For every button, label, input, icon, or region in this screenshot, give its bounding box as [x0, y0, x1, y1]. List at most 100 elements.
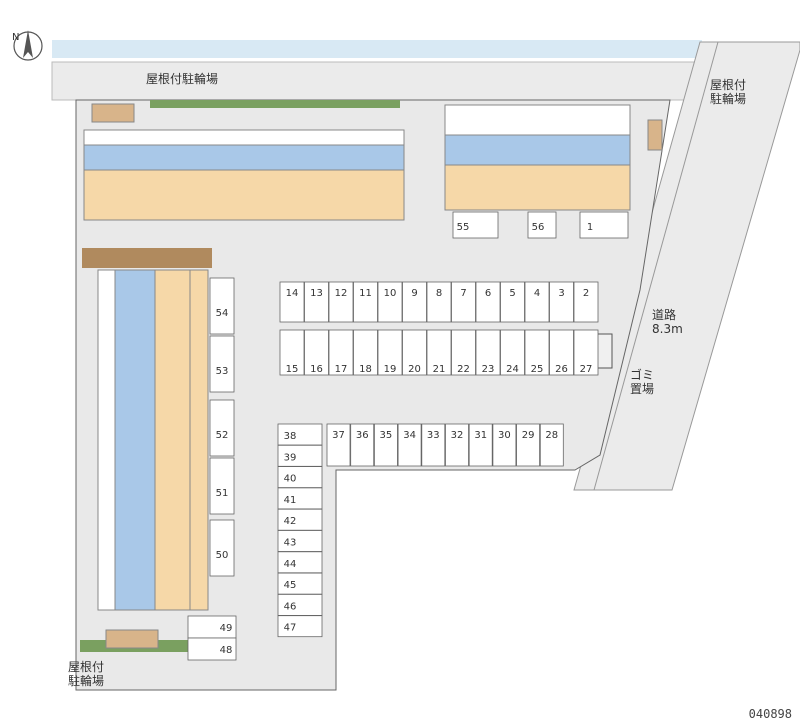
parking-space-label: 1 — [587, 222, 593, 233]
building-top-right — [444, 104, 631, 211]
building-left — [97, 269, 209, 611]
bike-parking-right — [647, 119, 663, 151]
parking-space-5 — [500, 281, 525, 323]
parking-space-17 — [328, 329, 354, 376]
parking-space-29 — [516, 423, 540, 467]
parking-space-13 — [304, 281, 329, 323]
parking-space-label: 46 — [284, 601, 297, 612]
parking-space-label: 51 — [216, 488, 229, 499]
parking-space-34 — [397, 423, 422, 467]
parking-space-14 — [279, 281, 305, 323]
parking-space-51 — [209, 457, 235, 515]
parking-space-label: 3 — [558, 288, 564, 299]
parking-space-label: 28 — [545, 430, 558, 441]
bike-parking-top — [91, 103, 135, 123]
parking-space-label: 53 — [216, 366, 229, 377]
parking-space-label: 24 — [506, 364, 519, 375]
parking-space-label: 11 — [359, 288, 372, 299]
parking-space-30 — [492, 423, 517, 467]
parking-space-label: 6 — [485, 288, 491, 299]
parking-space-label: 55 — [457, 222, 470, 233]
parking-space-27 — [573, 329, 599, 376]
bike-parking-right-label: 屋根付 駐輪場 — [710, 78, 747, 106]
parking-space-label: 44 — [284, 559, 297, 570]
parking-space-label: 52 — [216, 430, 229, 441]
parking-space-label: 30 — [498, 430, 511, 441]
parking-space-label: 43 — [284, 538, 297, 549]
parking-space-label: 15 — [286, 364, 299, 375]
road-edge-line — [593, 41, 719, 491]
parking-space-25 — [524, 329, 550, 376]
parking-space-48 — [187, 637, 237, 661]
parking-space-label: 14 — [286, 288, 299, 299]
parking-space-6 — [475, 281, 501, 323]
parking-space-label: 7 — [460, 288, 466, 299]
parking-space-11 — [353, 281, 378, 323]
parking-space-50 — [209, 519, 235, 577]
parking-space-47 — [277, 615, 323, 638]
parking-space-label: 10 — [384, 288, 397, 299]
parking-space-32 — [445, 423, 469, 467]
parking-space-33 — [421, 423, 446, 467]
parking-space-label: 4 — [534, 288, 540, 299]
garbage-label: ゴミ 置場 — [630, 368, 655, 396]
parking-space-12 — [328, 281, 354, 323]
parking-space-label: 36 — [356, 430, 369, 441]
parking-space-label: 20 — [408, 364, 421, 375]
parking-space-23 — [475, 329, 501, 376]
parking-space-label: 31 — [474, 430, 487, 441]
parking-space-22 — [451, 329, 476, 376]
parking-space-55 — [452, 211, 499, 239]
parking-space-36 — [350, 423, 375, 467]
hedge-top — [150, 100, 400, 108]
parking-space-21 — [426, 329, 452, 376]
parking-space-label: 29 — [522, 430, 535, 441]
water-strip — [52, 40, 702, 58]
parking-space-3 — [549, 281, 574, 323]
parking-space-label: 8 — [436, 288, 442, 299]
bike-parking-top-label: 屋根付駐輪場 — [146, 72, 219, 86]
parking-space-label: 27 — [580, 364, 593, 375]
hedge-left — [82, 248, 212, 268]
parking-space-28 — [539, 423, 564, 467]
parking-space-label: 2 — [583, 288, 589, 299]
building-top-left — [83, 129, 405, 221]
map-code: 040898 — [748, 707, 792, 721]
parking-space-label: 12 — [335, 288, 348, 299]
parking-space-label: 35 — [380, 430, 393, 441]
parking-space-label: 41 — [284, 495, 297, 506]
parking-space-label: 38 — [284, 431, 297, 442]
parking-top-right: 55 56 1 — [452, 211, 629, 239]
parking-space-label: 48 — [220, 645, 233, 656]
parking-space-56 — [527, 211, 557, 239]
parking-space-52 — [209, 399, 235, 457]
parking-space-54 — [209, 277, 235, 335]
parking-space-37 — [326, 423, 351, 467]
parking-space-label: 22 — [457, 364, 470, 375]
parking-space-label: 13 — [310, 288, 323, 299]
parking-space-10 — [377, 281, 403, 323]
parking-space-15 — [279, 329, 305, 376]
parking-space-label: 47 — [284, 623, 297, 634]
parking-space-label: 32 — [451, 430, 464, 441]
parking-space-label: 18 — [359, 364, 372, 375]
north-arrow-icon: N — [12, 30, 43, 61]
bike-parking-bottom-label: 屋根付 駐輪場 — [68, 660, 105, 688]
right-road — [573, 41, 800, 491]
parking-space-20 — [402, 329, 427, 376]
parking-space-4 — [524, 281, 550, 323]
parking-space-label: 56 — [532, 222, 545, 233]
parking-space-label: 5 — [509, 288, 515, 299]
parking-space-7 — [451, 281, 476, 323]
parking-space-1 — [579, 211, 629, 239]
parking-space-label: 34 — [403, 430, 416, 441]
svg-text:N: N — [12, 32, 19, 43]
parking-space-label: 54 — [216, 308, 229, 319]
